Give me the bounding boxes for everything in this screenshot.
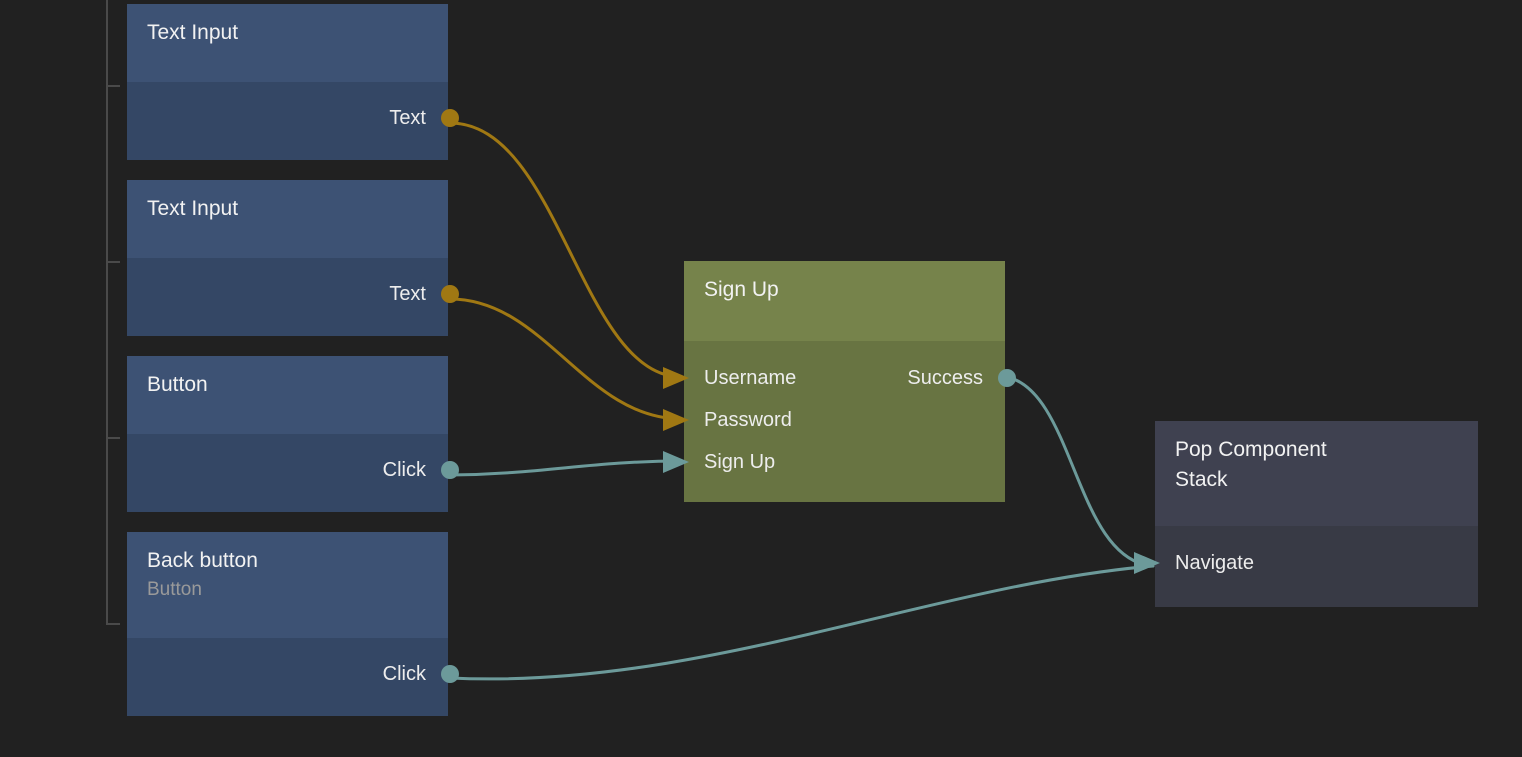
node-header-text-input-1[interactable]: Text Input xyxy=(127,4,448,82)
node-subtitle: Button xyxy=(147,579,202,600)
edge-edge-text1-username[interactable] xyxy=(448,121,684,379)
edge-edge-success-navigate[interactable] xyxy=(1005,375,1155,568)
port-label: Username xyxy=(704,367,797,389)
node-title: Text Input xyxy=(147,197,239,220)
port-label: Password xyxy=(704,409,792,431)
node-title: Pop Component Stack xyxy=(1175,438,1327,491)
output-port-row[interactable]: Success xyxy=(684,357,1005,399)
output-port-handle[interactable] xyxy=(441,109,459,127)
output-port-handle[interactable] xyxy=(998,369,1016,387)
node-title: Sign Up xyxy=(704,278,779,301)
port-label: Success xyxy=(907,367,983,389)
node-header-button-1[interactable]: Button xyxy=(127,356,448,434)
port-label: Sign Up xyxy=(704,451,776,473)
node-body-button-1: Click xyxy=(127,434,459,512)
node-header-sign-up[interactable]: Sign Up xyxy=(684,261,1005,341)
node-header-pop-component-stack[interactable]: Pop Component Stack xyxy=(1155,421,1478,526)
output-port-row[interactable]: Click xyxy=(127,653,448,695)
port-label: Text xyxy=(389,107,426,129)
input-port-row[interactable]: Sign Up xyxy=(684,441,1005,483)
output-port-handle[interactable] xyxy=(441,285,459,303)
edge-edge-backbutton-navigate[interactable] xyxy=(448,564,1155,681)
node-body-back-button: Click xyxy=(127,638,459,716)
node-header-text-input-2[interactable]: Text Input xyxy=(127,180,448,258)
node-title: Back button xyxy=(147,549,258,572)
input-port-row[interactable]: Navigate xyxy=(1155,542,1478,584)
node-title: Button xyxy=(147,373,208,396)
hierarchy-tick-3 xyxy=(108,437,120,439)
output-port-row[interactable]: Text xyxy=(127,273,448,315)
port-label: Click xyxy=(382,459,426,481)
node-title: Text Input xyxy=(147,21,239,44)
output-port-row[interactable]: Text xyxy=(127,97,448,139)
port-label: Text xyxy=(389,283,426,305)
output-port-handle[interactable] xyxy=(441,461,459,479)
node-body-text-input-2: Text xyxy=(127,258,459,336)
hierarchy-rail xyxy=(106,0,108,625)
input-port-row[interactable]: Password xyxy=(684,399,1005,441)
input-port-row[interactable]: Username xyxy=(684,357,1005,399)
hierarchy-tick-2 xyxy=(108,261,120,263)
node-body-pop-component-stack: Navigate xyxy=(1155,526,1478,607)
node-body-text-input-1: Text xyxy=(127,82,459,160)
port-label: Click xyxy=(382,663,426,685)
output-port-row[interactable]: Click xyxy=(127,449,448,491)
edge-edge-text2-password[interactable] xyxy=(448,297,684,421)
port-label: Navigate xyxy=(1175,552,1254,574)
hierarchy-corner xyxy=(106,623,120,625)
edge-edge-button-signup[interactable] xyxy=(448,459,684,477)
output-port-handle[interactable] xyxy=(441,665,459,683)
hierarchy-tick-1 xyxy=(108,85,120,87)
